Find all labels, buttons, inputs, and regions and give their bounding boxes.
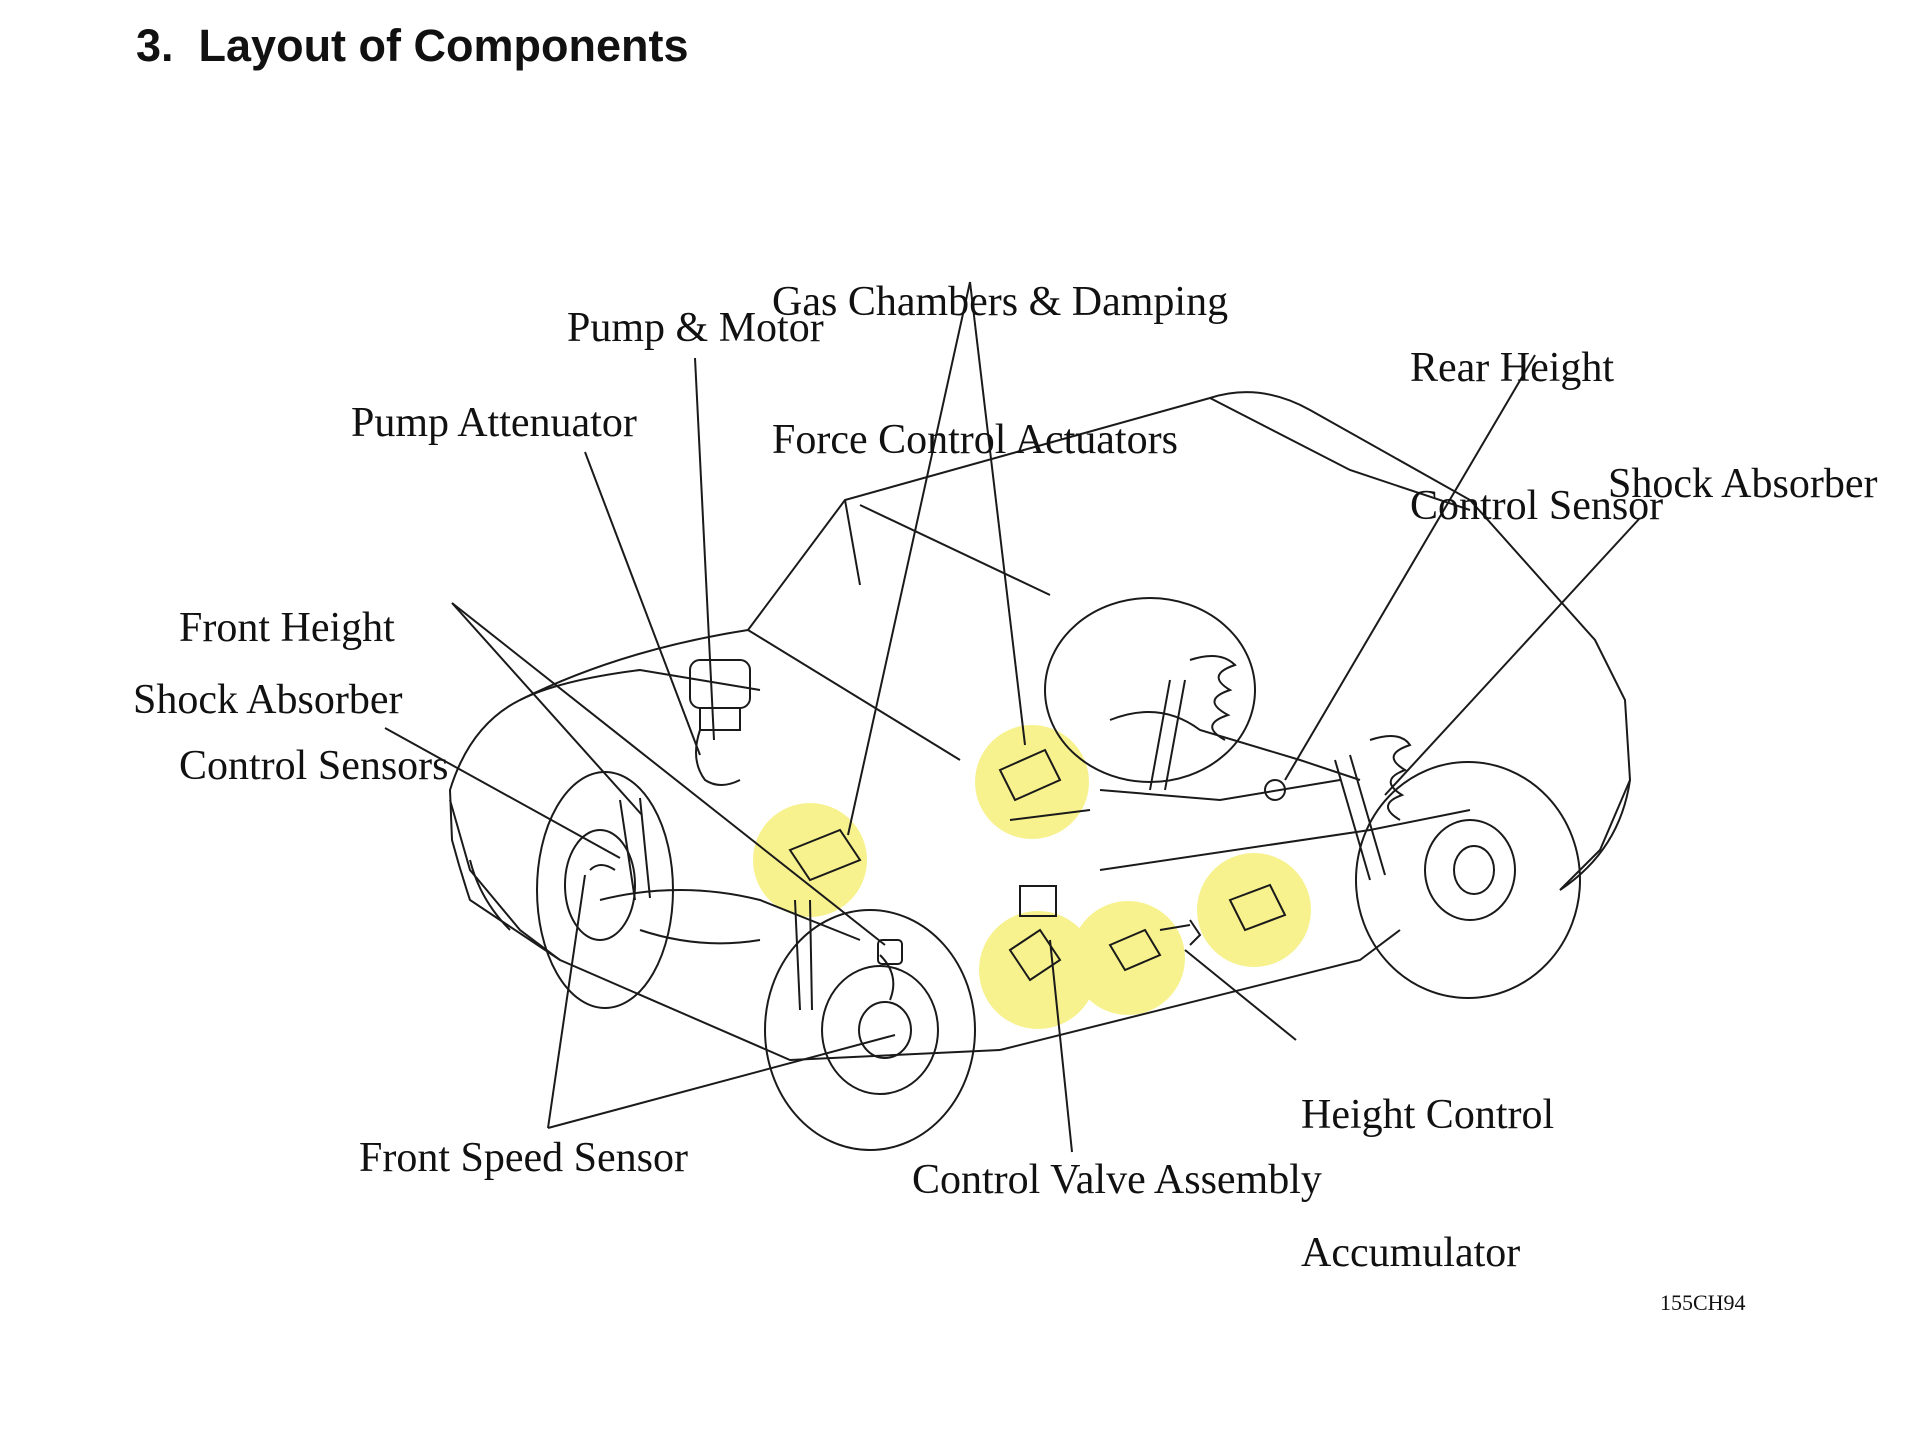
- leader-accumulator: [1184, 949, 1297, 1041]
- label-gas-chambers: Gas Chambers & Damping Force Control Act…: [772, 187, 1228, 509]
- leader-gas-chambers-a: [847, 281, 971, 836]
- highlight-accumulator: [1197, 853, 1311, 967]
- leader-shock-front: [384, 727, 621, 859]
- label-shock-absorber-front: Shock Absorber: [133, 677, 403, 723]
- label-gas-chambers-line2: Force Control Actuators: [772, 417, 1178, 463]
- label-accumulator-line1: Height Control: [1301, 1092, 1555, 1138]
- label-height-control-accumulator: Height Control Accumulator: [1301, 1000, 1554, 1322]
- highlight-rear-center: [975, 725, 1089, 839]
- leader-lines: [384, 281, 1641, 1153]
- highlight-valve-right: [1071, 901, 1185, 1015]
- label-front-height-sensors: Front Height Control Sensors: [179, 513, 449, 835]
- figure-code: 155CH94: [1660, 1290, 1746, 1315]
- label-rear-height-line1: Rear Height: [1410, 345, 1615, 391]
- label-pump-motor: Pump & Motor: [567, 305, 824, 351]
- label-rear-height-line2: Control Sensor: [1410, 483, 1664, 529]
- label-gas-chambers-line1: Gas Chambers & Damping: [772, 279, 1229, 325]
- leader-shock-rear: [1384, 517, 1641, 796]
- vehicle-body-outline: [448, 391, 1632, 1062]
- highlight-valve-left: [979, 911, 1097, 1029]
- highlight-front-left: [753, 803, 867, 917]
- label-front-speed-sensor: Front Speed Sensor: [359, 1135, 688, 1181]
- label-accumulator-line2: Accumulator: [1301, 1230, 1521, 1276]
- label-control-valve-assembly: Control Valve Assembly: [912, 1157, 1322, 1203]
- wheels: [536, 597, 1581, 1151]
- leader-speed-b: [547, 1034, 896, 1129]
- label-pump-attenuator: Pump Attenuator: [351, 400, 637, 446]
- label-rear-height-sensor: Rear Height Control Sensor: [1410, 253, 1663, 575]
- leader-gas-chambers-b: [969, 281, 1026, 746]
- leader-front-height-a: [451, 602, 643, 816]
- leader-pump-attenuator: [584, 451, 701, 756]
- label-shock-absorber-rear: Shock Absorber: [1608, 461, 1878, 507]
- label-front-height-line2: Control Sensors: [179, 743, 449, 789]
- section-heading: 3. Layout of Components: [136, 20, 689, 71]
- leader-rear-height: [1284, 354, 1536, 781]
- leader-front-height-b: [451, 602, 886, 946]
- leader-speed-a: [547, 874, 586, 1129]
- label-front-height-line1: Front Height: [179, 605, 395, 651]
- leader-control-valve: [1049, 939, 1073, 1153]
- leader-pump-motor: [694, 357, 715, 741]
